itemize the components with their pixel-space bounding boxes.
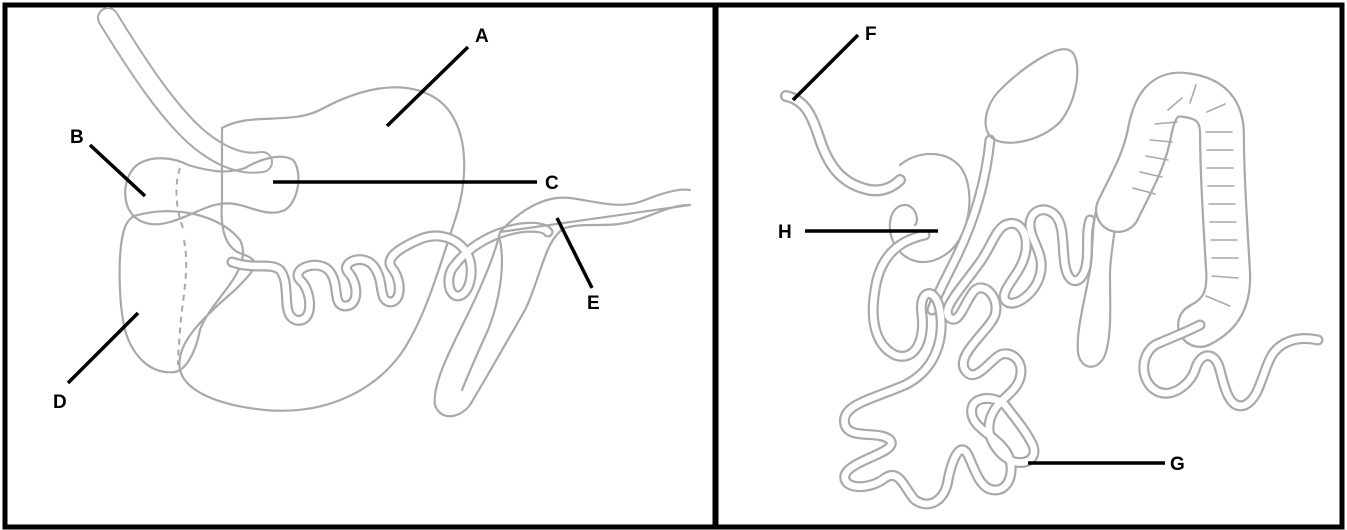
small-intestine xyxy=(844,210,1090,504)
label-h: H xyxy=(778,222,792,243)
label-a: A xyxy=(475,26,489,47)
organ-bc xyxy=(125,157,298,225)
label-c: C xyxy=(545,173,559,194)
gall-bladder xyxy=(986,49,1078,142)
label-b: B xyxy=(70,127,84,148)
left-panel-frame xyxy=(5,5,715,527)
leader-d xyxy=(68,313,138,383)
left-duct xyxy=(108,18,262,163)
large-organ-a xyxy=(179,87,464,410)
label-g: G xyxy=(1170,454,1185,475)
leader-b xyxy=(90,145,145,196)
esophagus xyxy=(786,96,900,190)
left-panel: A B C D E xyxy=(5,5,715,527)
right-panel: F H G xyxy=(716,5,1342,527)
label-f: F xyxy=(865,24,877,45)
label-d: D xyxy=(53,392,67,413)
label-e: E xyxy=(587,293,600,314)
tubular-structure xyxy=(435,189,690,416)
leader-f xyxy=(793,35,858,100)
dashed-boundary-lower xyxy=(178,240,186,365)
large-intestine xyxy=(1118,85,1318,406)
leader-e xyxy=(557,218,592,288)
